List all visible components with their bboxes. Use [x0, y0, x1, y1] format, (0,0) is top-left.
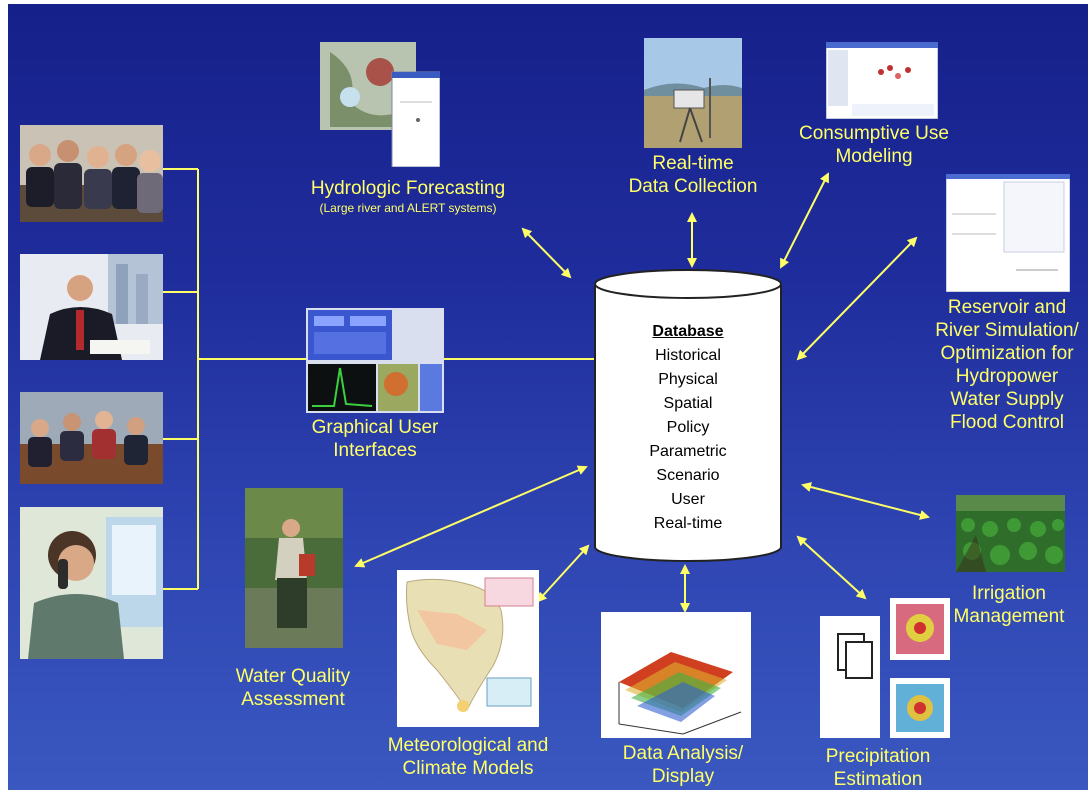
realtime-data-label: Real-time Data Collection	[608, 152, 778, 198]
conference-photo	[20, 392, 163, 484]
precipitation-line2: Estimation	[833, 769, 923, 790]
water-quality-line2: Assessment	[241, 689, 345, 710]
gui-line1: Graphical User	[311, 417, 439, 438]
consumptive-screenshot	[826, 42, 938, 119]
reservoir-simulation-label: Reservoir and River Simulation/ Optimiza…	[926, 296, 1088, 434]
consumptive-line1: Consumptive Use	[799, 123, 949, 144]
consumptive-use-label: Consumptive Use Modeling	[774, 122, 974, 168]
arrow-irrigation	[801, 482, 930, 520]
precipitation-maps	[820, 598, 950, 738]
reservoir-line2: River Simulation/	[935, 320, 1079, 341]
realtime-line1: Real-time	[652, 153, 734, 174]
irrigation-line2: Management	[953, 606, 1065, 627]
data-analysis-line2: Display	[651, 766, 715, 787]
diagram-canvas: Database Historical Physical Spatial Pol…	[8, 4, 1088, 790]
arrow-consumptive	[780, 172, 829, 269]
precipitation-line1: Precipitation	[825, 746, 931, 767]
phone-user-photo	[20, 507, 163, 659]
arrow-reservoir	[796, 236, 918, 361]
reservoir-line5: Water Supply	[950, 389, 1064, 410]
consumptive-line2: Modeling	[835, 146, 913, 167]
reservoir-line6: Flood Control	[949, 412, 1065, 433]
reservoir-line4: Hydropower	[955, 366, 1059, 387]
crop-field-photo	[956, 495, 1065, 572]
irrigation-label: Irrigation Management	[930, 582, 1088, 628]
database-item-user: User	[671, 491, 705, 508]
data-analysis-label: Data Analysis/ Display	[608, 742, 758, 788]
meteorological-line1: Meteorological and	[387, 735, 549, 756]
reservoir-screenshot	[946, 174, 1070, 292]
database-cylinder	[594, 269, 782, 562]
hydrologic-forecasting-label: Hydrologic Forecasting (Large river and …	[273, 177, 543, 216]
database-item-physical: Physical	[658, 371, 718, 388]
hydrologic-subtitle: (Large river and ALERT systems)	[319, 201, 497, 215]
database-item-policy: Policy	[666, 419, 710, 436]
hydrologic-title: Hydrologic Forecasting	[310, 178, 506, 199]
water-sampling-photo	[245, 488, 343, 648]
database-item-historical: Historical	[655, 347, 721, 364]
water-quality-line1: Water Quality	[235, 666, 351, 687]
climate-map	[397, 570, 539, 727]
reservoir-line3: Optimization for	[940, 343, 1074, 364]
weather-station-photo	[644, 38, 742, 148]
meeting-photo	[20, 125, 163, 222]
connector-lines	[163, 168, 930, 613]
reservoir-line1: Reservoir and	[947, 297, 1067, 318]
arrow-hydrologic	[521, 227, 572, 279]
database-contents: Database Historical Physical Spatial Pol…	[613, 320, 763, 536]
precipitation-label: Precipitation Estimation	[803, 745, 953, 790]
gui-label: Graphical User Interfaces	[280, 416, 470, 462]
database-item-scenario: Scenario	[656, 467, 720, 484]
gui-line2: Interfaces	[333, 440, 417, 461]
arrow-precipitation	[796, 535, 867, 600]
irrigation-line1: Irrigation	[972, 583, 1046, 604]
arrow-water-quality	[354, 465, 588, 568]
database-heading: Database	[652, 323, 724, 340]
water-quality-label: Water Quality Assessment	[208, 665, 378, 711]
realtime-line2: Data Collection	[628, 176, 758, 197]
forecast-screenshot	[320, 42, 440, 167]
businessman-photo	[20, 254, 163, 360]
meteorological-label: Meteorological and Climate Models	[368, 734, 568, 780]
surface-plot	[601, 612, 751, 738]
gui-screenshot	[306, 308, 444, 413]
database-item-real-time: Real-time	[653, 515, 723, 532]
meteorological-line2: Climate Models	[402, 758, 534, 779]
database-item-spatial: Spatial	[663, 395, 713, 412]
data-analysis-line1: Data Analysis/	[622, 743, 744, 764]
arrow-meteorological	[536, 544, 590, 603]
database-item-parametric: Parametric	[649, 443, 727, 460]
